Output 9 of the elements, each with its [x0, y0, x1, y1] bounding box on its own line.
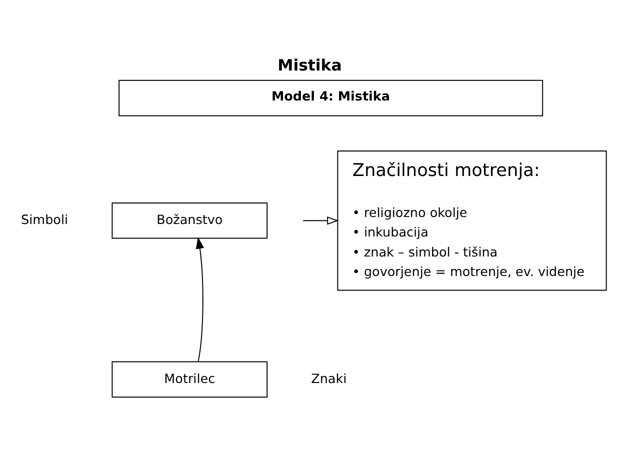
arrow: [196, 236, 204, 362]
node-box: Motrilec: [112, 361, 268, 398]
diagram-title: Mistika: [278, 55, 342, 74]
node-box: Značilnosti motrenja: • religiozno okolje • inkubacija • znak – simbol - tišina • govorjenje = motrenje, ev. videnje: [337, 150, 607, 291]
node-box: Božanstvo: [112, 202, 268, 239]
arrow: [302, 216, 339, 225]
label: Simboli: [21, 212, 68, 228]
label: Znaki: [311, 372, 347, 387]
node-box: Model 4: Mistika: [118, 80, 544, 116]
